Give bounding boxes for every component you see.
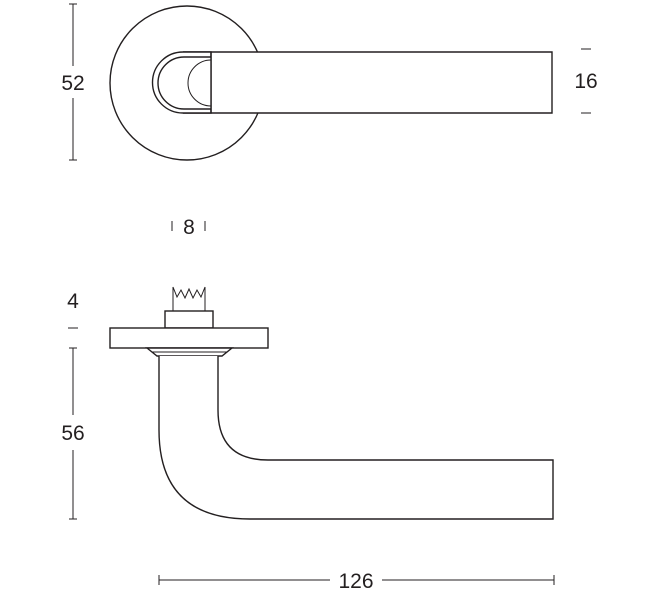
- dim-label-8: 8: [183, 216, 195, 239]
- dimension-16: 16: [574, 48, 598, 114]
- dim-label-56: 56: [61, 422, 84, 445]
- lever-arm-front: [183, 51, 553, 114]
- side-view: [109, 286, 554, 520]
- dim-label-4: 4: [67, 290, 79, 313]
- lever-body-side: [158, 356, 554, 520]
- dim-label-52: 52: [61, 72, 84, 95]
- dimension-126: 126: [158, 570, 555, 590]
- spindle-crown: [172, 286, 206, 314]
- dimension-56: 56: [61, 347, 85, 520]
- neck-inner-end: [187, 59, 212, 107]
- dim-label-16: 16: [574, 70, 597, 93]
- dimension-52: 52: [61, 3, 85, 161]
- neck-ring-inner: [157, 56, 211, 110]
- rose-plate: [109, 327, 269, 349]
- spindle-block: [164, 310, 214, 329]
- dimension-4: 4: [67, 290, 79, 329]
- front-view: [109, 5, 553, 161]
- dimension-8: 8: [171, 216, 206, 239]
- dim-label-126: 126: [338, 570, 373, 590]
